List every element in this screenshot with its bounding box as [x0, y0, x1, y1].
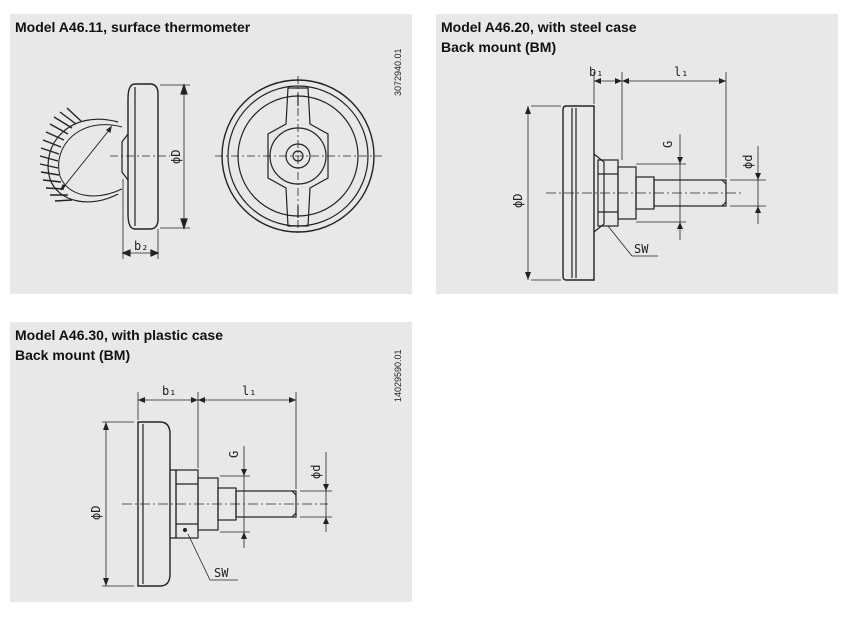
panel-title: Model A46.11, surface thermometer [15, 19, 251, 35]
title-line-1: Model A46.20, with steel case [441, 19, 637, 35]
title-line-1: Model A46.30, with plastic case [15, 327, 224, 343]
diameter-label: ϕD [169, 150, 183, 164]
title-line-2: Back mount (BM) [441, 39, 557, 55]
d-label: ϕd [309, 465, 323, 479]
panel-a4620: Model A46.20, with steel case Back mount… [436, 14, 838, 294]
diameter-label: ϕD [89, 506, 103, 520]
stem-fitting [546, 153, 741, 233]
drawing-a4611: ϕD b₂ [39, 76, 382, 259]
spring-clip [39, 107, 123, 203]
panel-a4630: Model A46.30, with plastic case Back mou… [10, 322, 412, 602]
stem-fitting [122, 469, 328, 539]
diameter-dimension [160, 83, 190, 230]
g-label: G [661, 141, 675, 148]
title-line-2: Back mount (BM) [15, 347, 131, 363]
d-label: ϕd [741, 155, 755, 169]
drawing-a4630: b₁ l₁ G ϕd ϕD SW [89, 384, 332, 587]
panel-title: Model A46.30, with plastic case Back mou… [15, 325, 223, 365]
l1-label: l₁ [242, 384, 256, 398]
sw-label: SW [634, 242, 649, 256]
case-front-view [215, 76, 382, 236]
arrowheads [103, 397, 329, 586]
panel-title: Model A46.20, with steel case Back mount… [441, 17, 637, 57]
panel-a4611: Model A46.11, surface thermometer 307294… [10, 14, 412, 294]
sw-label: SW [214, 566, 229, 580]
diameter-label: ϕD [511, 194, 525, 208]
drawing-a4620: b₁ l₁ G ϕd ϕD SW [511, 65, 766, 281]
l1-label: l₁ [674, 65, 688, 79]
b2-dimension [121, 179, 160, 259]
b2-label: b₂ [134, 239, 148, 253]
b1-label: b₁ [162, 384, 176, 398]
b1-label: b₁ [589, 65, 603, 79]
dimensions [102, 392, 332, 587]
case-side-view [110, 83, 170, 230]
arrowheads [525, 78, 761, 280]
g-label: G [227, 451, 241, 458]
